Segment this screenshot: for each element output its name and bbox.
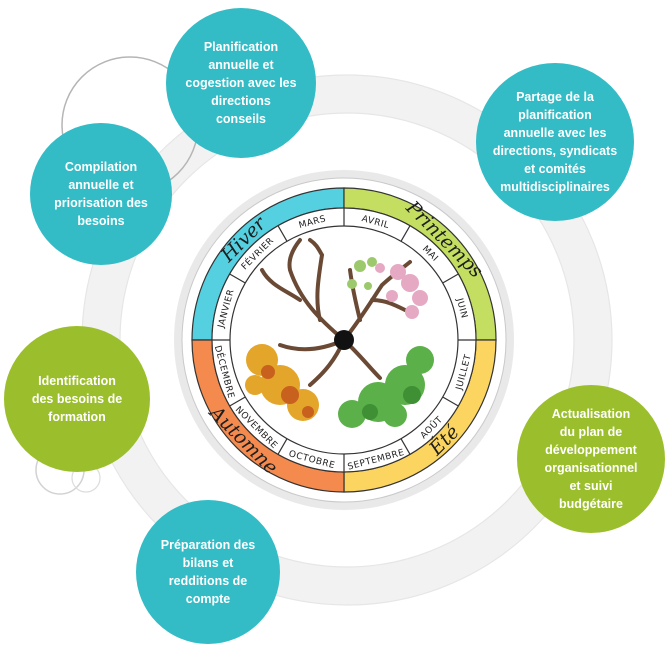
wheel-hub bbox=[334, 330, 354, 350]
month-divider-8 bbox=[400, 438, 411, 455]
step-text-compilation: Compilation annuelle et priorisation des… bbox=[54, 159, 148, 229]
month-divider-11 bbox=[229, 396, 246, 407]
step-bubble-update: Actualisation du plan de développement o… bbox=[517, 385, 665, 533]
summer-foliage-shade bbox=[362, 386, 421, 420]
step-text-identification: Identification des besoins de formation bbox=[31, 373, 123, 425]
step-bubble-reports: Préparation des bilans et redditions de … bbox=[136, 500, 280, 644]
step-bubble-compilation: Compilation annuelle et priorisation des… bbox=[30, 123, 172, 265]
month-divider-10 bbox=[277, 438, 288, 455]
step-bubble-identification: Identification des besoins de formation bbox=[4, 326, 150, 472]
month-divider-1 bbox=[229, 273, 246, 284]
autumn-foliage-shade bbox=[261, 365, 314, 418]
season-ring bbox=[191, 187, 497, 493]
tree-illustration bbox=[245, 238, 434, 428]
month-divider-5 bbox=[442, 273, 459, 284]
step-text-sharing: Partage de la planification annuelle ave… bbox=[492, 89, 618, 195]
step-bubble-sharing: Partage de la planification annuelle ave… bbox=[476, 63, 634, 221]
month-divider-7 bbox=[442, 396, 459, 407]
month-dividers bbox=[212, 208, 476, 472]
step-bubble-planning: Planification annuelle et cogestion avec… bbox=[166, 8, 316, 158]
step-text-reports: Préparation des bilans et redditions de … bbox=[160, 537, 256, 607]
spring-blossoms bbox=[375, 263, 428, 319]
month-divider-2 bbox=[277, 225, 288, 242]
step-text-update: Actualisation du plan de développement o… bbox=[544, 406, 638, 512]
step-text-planning: Planification annuelle et cogestion avec… bbox=[185, 39, 297, 127]
winter-branches bbox=[260, 238, 346, 342]
month-divider-4 bbox=[400, 225, 411, 242]
spring-leaves bbox=[347, 257, 377, 290]
